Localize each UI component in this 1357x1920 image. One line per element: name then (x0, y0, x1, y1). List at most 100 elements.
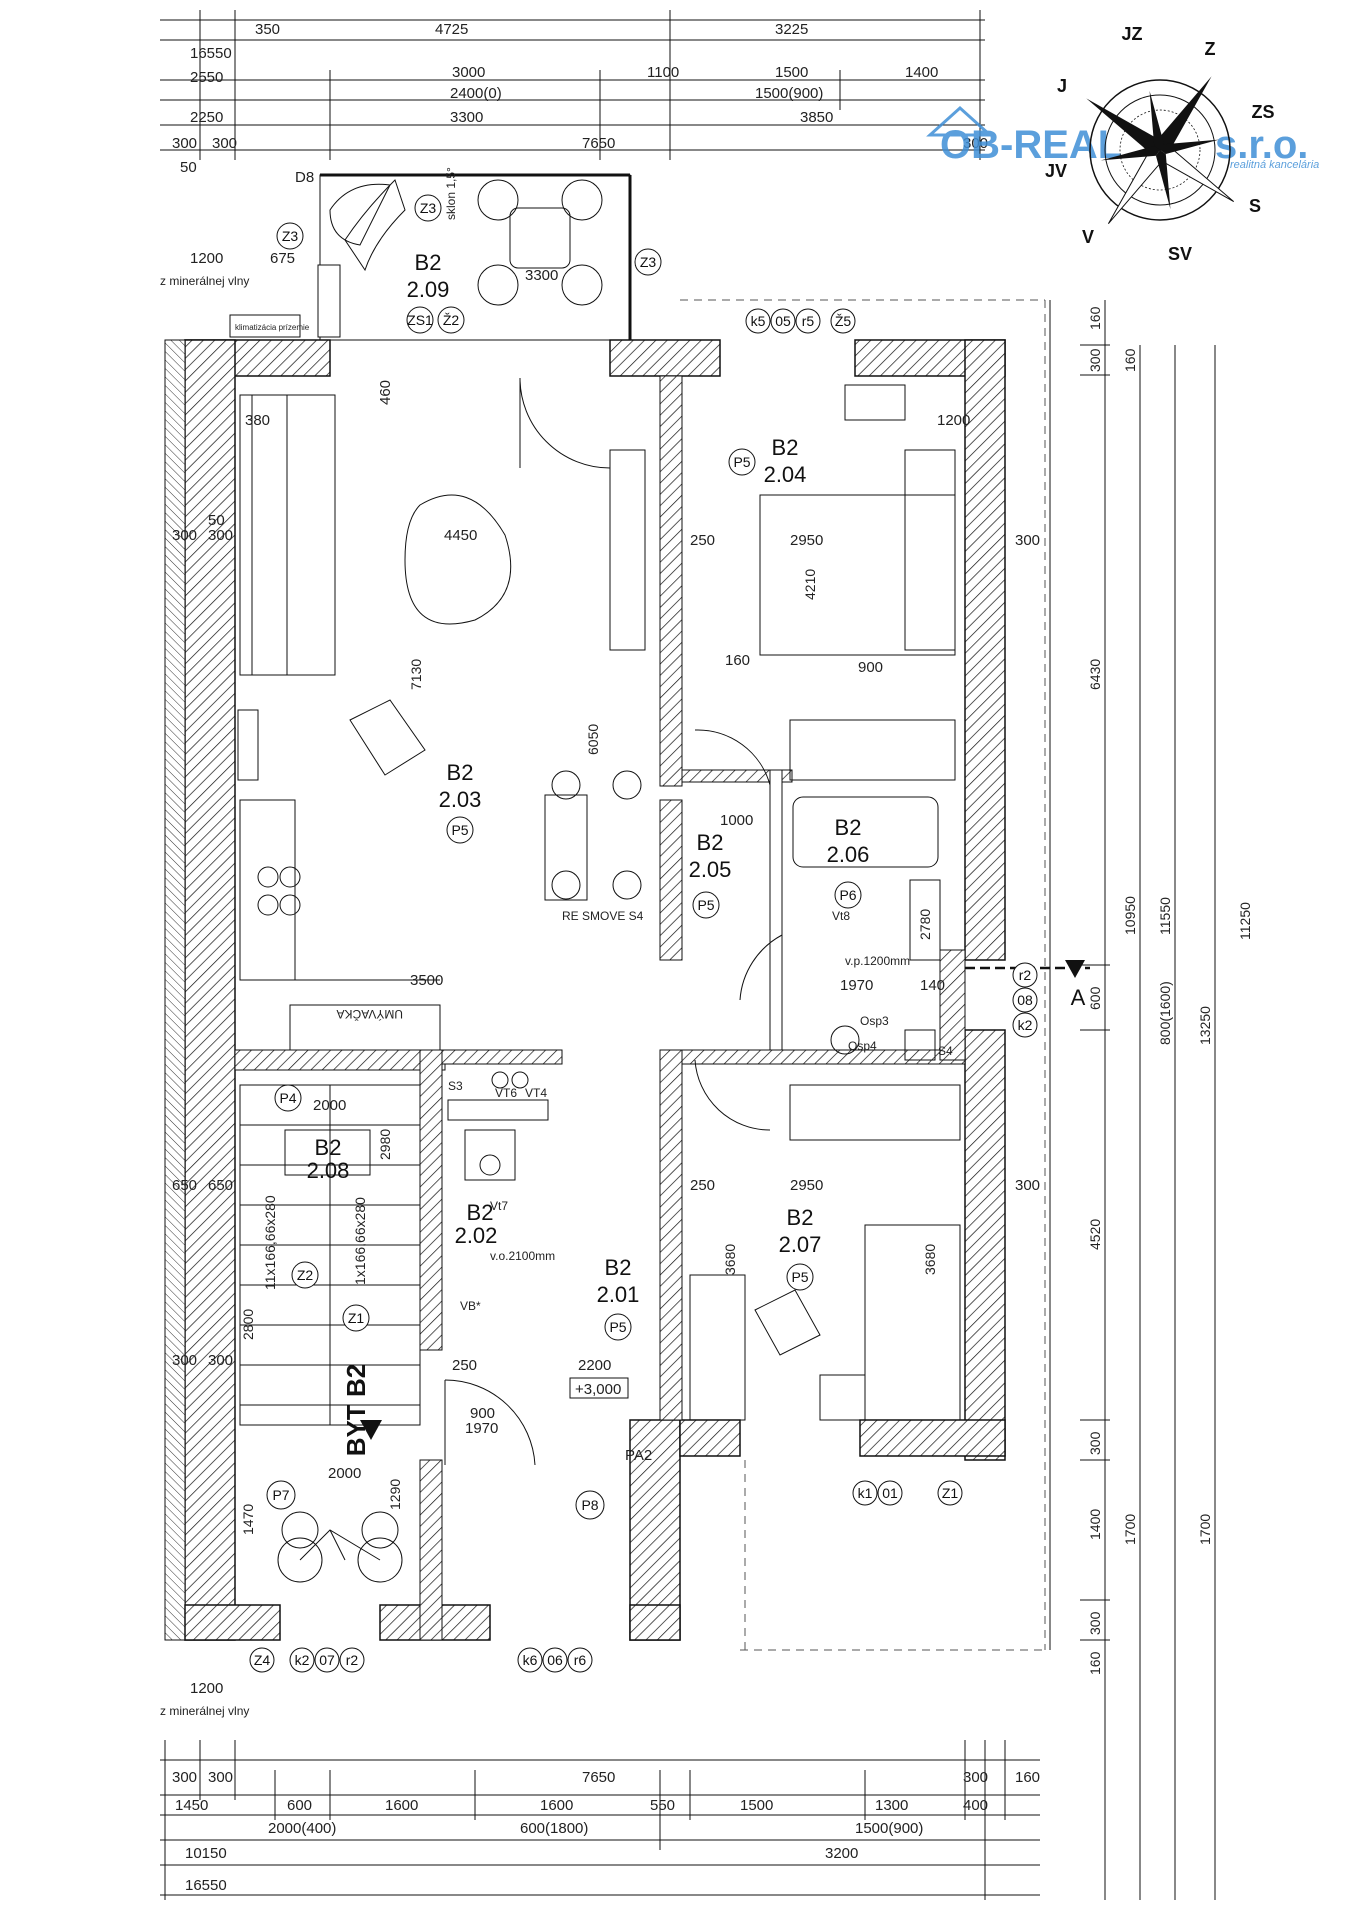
svg-text:P5: P5 (697, 897, 714, 913)
bathroom-2-06-fixtures (792, 796, 941, 1061)
room-2-01-num: 2.01 (597, 1282, 640, 1307)
dim-bottom-300-a: 300 (172, 1769, 197, 1786)
tag-z3-mid: Z3 (414, 194, 442, 222)
dim-top-2400: 2400(0) (450, 85, 502, 102)
dim-bottom-7650: 7650 (582, 1769, 615, 1786)
dim-bottom-10150: 10150 (185, 1845, 227, 1862)
dim-left-300-b: 300 (208, 527, 233, 544)
dim-bottom-1300: 1300 (875, 1797, 908, 1814)
brand-tagline: realitná kancelária (1230, 159, 1319, 171)
dim-4210: 4210 (802, 569, 818, 600)
dim-6050: 6050 (585, 724, 601, 755)
dim-2000-bike: 2000 (328, 1465, 361, 1482)
dim-right-800-1600: 800(1600) (1157, 981, 1173, 1045)
dim-900-bed: 160 (725, 652, 750, 669)
svg-text:P5: P5 (791, 1269, 808, 1285)
dim-1200-top: 1200 (190, 250, 223, 267)
dim-right-4520: 4520 (1087, 1219, 1103, 1250)
tag-z1-bottom: Z1 (937, 1480, 963, 1506)
svg-text:klimatizácia prízemie: klimatizácia prízemie (235, 323, 310, 332)
compass-s: S (1249, 196, 1261, 216)
room-2-01-code: B2 (605, 1255, 632, 1280)
tag-k1: k1 (852, 1480, 878, 1506)
dim-top-3300: 3300 (450, 109, 483, 126)
dim-top-1100: 1100 (647, 64, 679, 81)
top-dimensions (160, 10, 985, 160)
label-s4: S4 (938, 1044, 953, 1058)
compass-jz: JZ (1121, 24, 1142, 44)
svg-text:r2: r2 (346, 1652, 359, 1668)
dim-left-300-a: 300 (172, 527, 197, 544)
svg-text:Z3: Z3 (282, 228, 299, 244)
dim-1000-hall: 1000 (720, 812, 753, 829)
tag-k2-bottom: k2 (289, 1647, 315, 1673)
tag-01: 01 (877, 1480, 903, 1506)
wc-2-02-fixtures (447, 1071, 549, 1181)
svg-text:r2: r2 (1019, 967, 1032, 983)
tag-zs1: ZS1 (406, 306, 434, 334)
level-marker (569, 1377, 629, 1399)
dim-3500: 3500 (410, 972, 443, 989)
dim-2380: 2780 (917, 909, 933, 940)
label-resmove: RE SMOVE S4 (562, 909, 644, 923)
dim-1470: 1470 (240, 1504, 256, 1535)
label-osp4: Osp4 (848, 1039, 877, 1053)
svg-text:P6: P6 (839, 887, 856, 903)
compass-rose-icon: JZ Z J JV V S SV ZS (1045, 24, 1275, 264)
svg-text:Z3: Z3 (420, 200, 437, 216)
svg-text:r6: r6 (574, 1652, 587, 1668)
dim-1160: 1970 (840, 977, 873, 994)
tag-z3-right: Z3 (634, 248, 662, 276)
svg-text:Z1: Z1 (942, 1485, 959, 1501)
tag-08: 08 (1012, 987, 1038, 1013)
terrace-door (519, 377, 611, 469)
room-2-09-code: B2 (415, 250, 442, 275)
bicycle-icon (277, 1511, 403, 1583)
dim-320: 1200 (937, 412, 970, 429)
svg-text:Ž5: Ž5 (835, 313, 852, 329)
label-vb: VB* (460, 1299, 481, 1313)
dim-right-300-b: 300 (1087, 1431, 1103, 1455)
dim-left-300-c: 300 (172, 1352, 197, 1369)
tag-p7: P7 (266, 1480, 296, 1510)
label-sklon: sklon 1,5° (444, 167, 458, 220)
dim-top-1400: 1400 (905, 64, 938, 81)
dim-3680-left: 3680 (722, 1244, 738, 1275)
tag-z3-left: Z3 (276, 222, 304, 250)
dim-250-top: 250 (690, 532, 715, 549)
room-2-07-num: 2.07 (779, 1232, 822, 1257)
label-umyvacka: UMÝVAČKA (337, 1007, 403, 1022)
room-2-07-code: B2 (787, 1205, 814, 1230)
tag-k6: k6 (517, 1647, 543, 1673)
dim-top-16550: 16550 (190, 45, 232, 62)
room-2-05-num: 2.05 (689, 857, 732, 882)
dim-bottom-160: 160 (1015, 1769, 1040, 1786)
dim-left-50: 50 (208, 512, 225, 529)
dim-bottom-400: 400 (963, 1797, 988, 1814)
aircon-living-box (237, 709, 259, 781)
svg-text:P7: P7 (272, 1487, 289, 1503)
building-walls (164, 339, 1006, 1641)
tag-z4: Z4 (249, 1647, 275, 1673)
dim-3300-terrace: 3300 (525, 267, 558, 284)
dim-top-2550: 2550 (190, 69, 223, 86)
bottom-dimensions (160, 1740, 1040, 1900)
compass-sv: SV (1168, 244, 1192, 264)
compass-v: V (1082, 227, 1094, 247)
dim-bottom-550: 550 (650, 1797, 675, 1814)
label-mineral-top: z minerálnej vlny (160, 274, 249, 288)
tag-r6: r6 (567, 1647, 593, 1673)
svg-text:P5: P5 (733, 454, 750, 470)
tag-r5: r5 (795, 308, 821, 334)
dim-right-6430: 6430 (1087, 659, 1103, 690)
svg-text:ZS1: ZS1 (407, 312, 433, 328)
dim-right-300-a: 300 (1087, 348, 1103, 372)
dim-bottom-1500: 1500 (740, 1797, 773, 1814)
label-stairs-1: 11x166,66x280 (262, 1195, 278, 1290)
section-label-a: A (1071, 985, 1086, 1010)
tag-r2-bottom: r2 (339, 1647, 365, 1673)
aircon-upper-box (317, 264, 341, 338)
dim-2800: 2800 (240, 1309, 256, 1340)
label-vo2100: v.o.2100mm (490, 1249, 555, 1263)
